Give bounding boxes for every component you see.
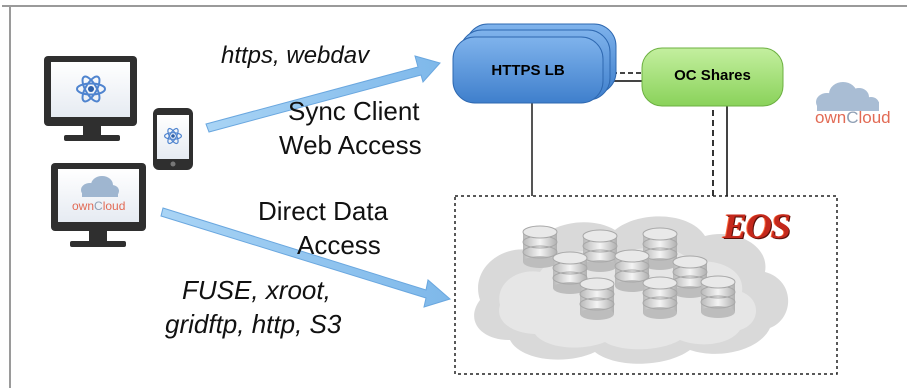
desktop-icon [44,56,137,141]
storage-cloud-icon [474,216,789,364]
label-web-access: Web Access [279,130,422,160]
owncloud-small-text: ownCloud [72,199,126,213]
label-sync-client: Sync Client [288,96,420,126]
owncloud-brand-text: ownCloud [815,108,891,127]
arrow-https-webdav [205,55,441,133]
label-direct-data: Direct Data [258,196,389,226]
oc-shares-label: OC Shares [674,67,751,84]
eos-logo: EOS [723,206,791,246]
owncloud-logo-icon [816,82,879,111]
label-fuse-xroot: FUSE, xroot, [182,275,331,305]
https-lb-label: HTTPS LB [491,62,565,79]
arrow-direct-access [160,207,452,308]
owncloud-desktop-icon [51,163,146,247]
phone-icon [153,108,193,170]
label-gridftp-http-s3: gridftp, http, S3 [165,309,342,339]
label-access: Access [297,230,381,260]
label-https-webdav: https, webdav [221,42,370,69]
https-lb-node [452,23,617,104]
oc-shares-node [641,47,784,107]
